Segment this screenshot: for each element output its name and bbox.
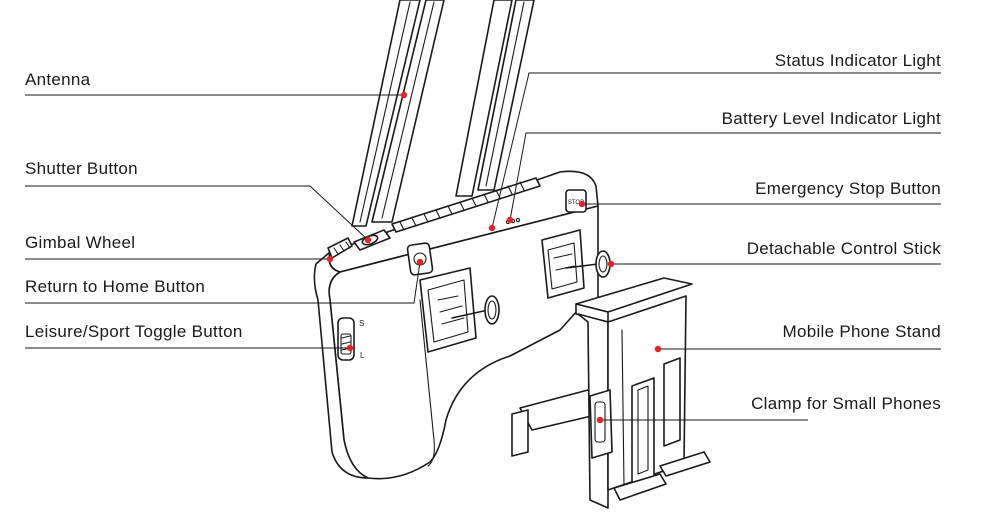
gimbal-dot [326, 255, 334, 263]
label-shutter-button: Shutter Button [25, 159, 138, 178]
controller-body: STOP S L [313, 170, 611, 480]
stick-dot [607, 260, 615, 268]
remote-controller-illustration: STOP S L [313, 0, 711, 509]
mode-switch-l: L [360, 351, 365, 360]
label-return-home-button: Return to Home Button [25, 277, 205, 296]
label-mode-toggle-button: Leisure/Sport Toggle Button [25, 322, 243, 341]
phone-stand-dot [654, 345, 662, 353]
antenna-left [351, 0, 445, 227]
callout-dots [326, 91, 662, 424]
rth-dot [416, 258, 424, 266]
callout-labels: Antenna Shutter Button Gimbal Wheel Retu… [25, 51, 941, 413]
shutter-dot [364, 236, 372, 244]
label-mobile-phone-stand: Mobile Phone Stand [782, 322, 941, 341]
vent-grille [391, 177, 541, 233]
battery-light-dot [506, 216, 514, 224]
label-clamp-small-phones: Clamp for Small Phones [751, 394, 941, 413]
label-battery-indicator-light: Battery Level Indicator Light [722, 109, 941, 128]
mode-toggle-dot [346, 344, 354, 352]
left-control-stick [451, 295, 500, 325]
label-emergency-stop-button: Emergency Stop Button [755, 179, 941, 198]
mobile-phone-stand [575, 277, 711, 509]
antenna-right [455, 0, 535, 197]
antenna-dot [400, 91, 408, 99]
label-antenna: Antenna [25, 70, 91, 89]
estop-dot [578, 200, 586, 208]
left-stick-well [419, 267, 477, 353]
right-stick-well [541, 229, 585, 299]
gimbal-wheel [327, 237, 353, 259]
mode-switch-s: S [359, 319, 364, 328]
label-status-indicator-light: Status Indicator Light [775, 51, 941, 70]
status-light-dot [488, 224, 496, 232]
detachable-control-stick [565, 250, 611, 278]
stand-bracket [511, 389, 601, 457]
label-detachable-control-stick: Detachable Control Stick [747, 239, 941, 258]
callout-lines [25, 72, 941, 421]
label-gimbal-wheel: Gimbal Wheel [25, 233, 135, 252]
clamp-dot [596, 416, 604, 424]
stop-text: STOP [568, 200, 584, 206]
